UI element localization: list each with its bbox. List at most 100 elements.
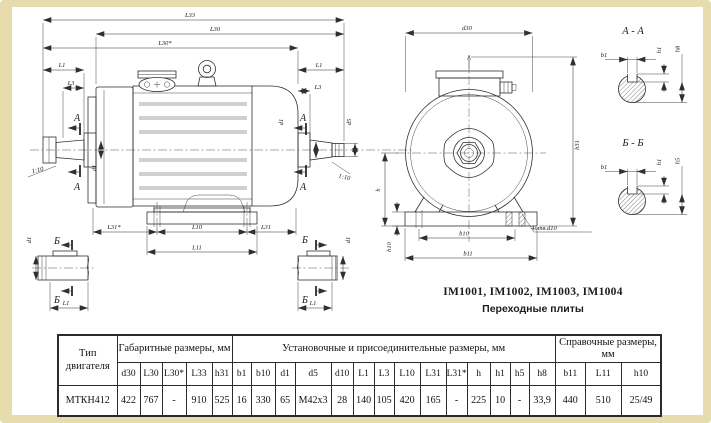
dim-label-h10: h10 (386, 241, 393, 252)
cell-h: 225 (466, 385, 491, 417)
col-header-h5: h5 (509, 362, 530, 386)
section-mark-a: А (299, 113, 307, 124)
cell-b1: 16 (231, 385, 252, 417)
motor-dimension-drawing: L33 L30 L30* L1 L3 L1 L3 (26, 12, 687, 315)
dim-label-d30: d30 (462, 25, 473, 32)
taper-callout: 1:10 (338, 173, 352, 182)
dimensions-table: Тип двигателя Габаритные размеры, мм Уст… (57, 334, 663, 417)
front-view: d30 h31 (375, 25, 592, 261)
cell-L11: 510 (584, 385, 622, 417)
col-header-h8: h8 (528, 362, 556, 386)
taper-callout: 1:10 (31, 166, 45, 175)
dim-label-l31: L31 (260, 224, 271, 231)
col-header-L11: L11 (584, 362, 622, 386)
dim-label-h1: h1 (656, 47, 663, 54)
cell-d1: 65 (274, 385, 296, 417)
dim-label-l30-star: L30* (157, 40, 172, 47)
dim-label-b1: b1 (601, 52, 608, 59)
dim-label-d1: d1 (345, 237, 352, 244)
cell-L3: 105 (373, 385, 395, 417)
left-shaft (42, 132, 97, 168)
dim-label-l10: L10 (191, 224, 203, 231)
cell-L10: 420 (393, 385, 421, 417)
cell-h8: 33,9 (528, 385, 556, 417)
dim-label-b10: b10 (459, 231, 470, 238)
group-header-mounting: Установочные и присоединительные размеры… (231, 334, 556, 363)
cell-b10: 330 (250, 385, 276, 417)
col-header-d30: d30 (116, 362, 141, 386)
col-header-L33: L33 (185, 362, 213, 386)
cell-L31s: - (445, 385, 468, 417)
shaft-end-detail-right: Б Б d1 L1 (292, 235, 352, 311)
dim-label-l3-right: L3 (314, 84, 323, 91)
shaft-end-detail-left: Б Б d1 L1 (26, 236, 95, 311)
side-view: L33 L30 L30* L1 L3 L1 L3 (27, 12, 412, 255)
section-title-aa: А - А (621, 26, 644, 37)
col-header-L31: L31 (419, 362, 447, 386)
dim-label-b11: b11 (463, 251, 472, 258)
dim-label-h5: h5 (675, 157, 682, 164)
section-title-bb: Б - Б (621, 138, 643, 149)
dim-label-h1: h1 (656, 159, 663, 166)
dim-label-l33: L33 (184, 12, 196, 19)
table-area: Тип двигателя Габаритные размеры, мм Уст… (57, 334, 663, 417)
col-header-d10: d10 (330, 362, 354, 386)
group-header-overall: Габаритные размеры, мм (116, 334, 233, 363)
section-mark-b: Б (301, 235, 308, 246)
col-header-d1: d1 (274, 362, 296, 386)
cooling-fins (139, 102, 247, 190)
col-header-L3: L3 (373, 362, 395, 386)
cell-d10: 28 (330, 385, 354, 417)
dim-label-h: h (375, 188, 382, 191)
cell-d30: 422 (116, 385, 141, 417)
dim-label-l3-left: L3 (67, 80, 76, 87)
dim-label-d1: d1 (91, 165, 98, 172)
header-motor-type: Тип двигателя (57, 334, 118, 386)
nameplate (138, 77, 176, 92)
dim-label-b1: b1 (601, 164, 608, 171)
dim-label-d1: d1 (26, 237, 33, 244)
group-header-reference: Справочные размеры, мм (554, 334, 662, 363)
cell-L1: 140 (352, 385, 375, 417)
cell-L33: 910 (185, 385, 213, 417)
dim-label-h8: h8 (675, 45, 682, 52)
col-header-d5: d5 (294, 362, 332, 386)
section-mark-b: Б (53, 236, 60, 247)
dim-label-l1: L1 (62, 300, 70, 307)
holes-callout: 4отв.d10 (531, 225, 557, 232)
cell-h1: 10 (489, 385, 511, 417)
caption-subtitle: Переходные плиты (482, 303, 584, 315)
dim-label-l1: L1 (309, 300, 317, 307)
cell-b11: 440 (554, 385, 586, 417)
col-header-b1: b1 (231, 362, 252, 386)
col-header-L30: L30 (139, 362, 163, 386)
dim-label-l31-star: L31* (106, 224, 121, 231)
right-shaft (297, 132, 345, 168)
dim-label-l11: L11 (191, 245, 202, 252)
col-header-h: h (466, 362, 491, 386)
col-header-b10: b10 (250, 362, 276, 386)
caption: IM1001, IM1002, IM1003, IM1004 Переходны… (443, 286, 623, 315)
dim-label-l1-right: L1 (315, 62, 323, 69)
dim-label-d1: d1 (278, 119, 285, 126)
caption-models: IM1001, IM1002, IM1003, IM1004 (443, 286, 623, 298)
col-header-L1: L1 (352, 362, 375, 386)
col-header-h31: h31 (211, 362, 233, 386)
dim-label-h31: h31 (574, 140, 581, 150)
col-header-h10: h10 (620, 362, 662, 386)
section-mark-b: Б (301, 295, 308, 306)
cell-L30: 767 (139, 385, 163, 417)
section-mark-a: А (73, 113, 81, 124)
col-header-b11: b11 (554, 362, 586, 386)
cell-d5: М42х3 (294, 385, 332, 417)
cell-L31: 165 (419, 385, 447, 417)
dim-label-l1-left: L1 (58, 62, 66, 69)
cell-h10: 25/49 (620, 385, 662, 417)
cell-h5: - (509, 385, 530, 417)
terminal-box (435, 70, 517, 97)
section-mark-b: Б (53, 295, 60, 306)
col-header-L10: L10 (393, 362, 421, 386)
cell-motor-type: МТКН412 (57, 385, 118, 417)
section-b-b: Б - Б b1 h1 h5 (601, 138, 687, 215)
